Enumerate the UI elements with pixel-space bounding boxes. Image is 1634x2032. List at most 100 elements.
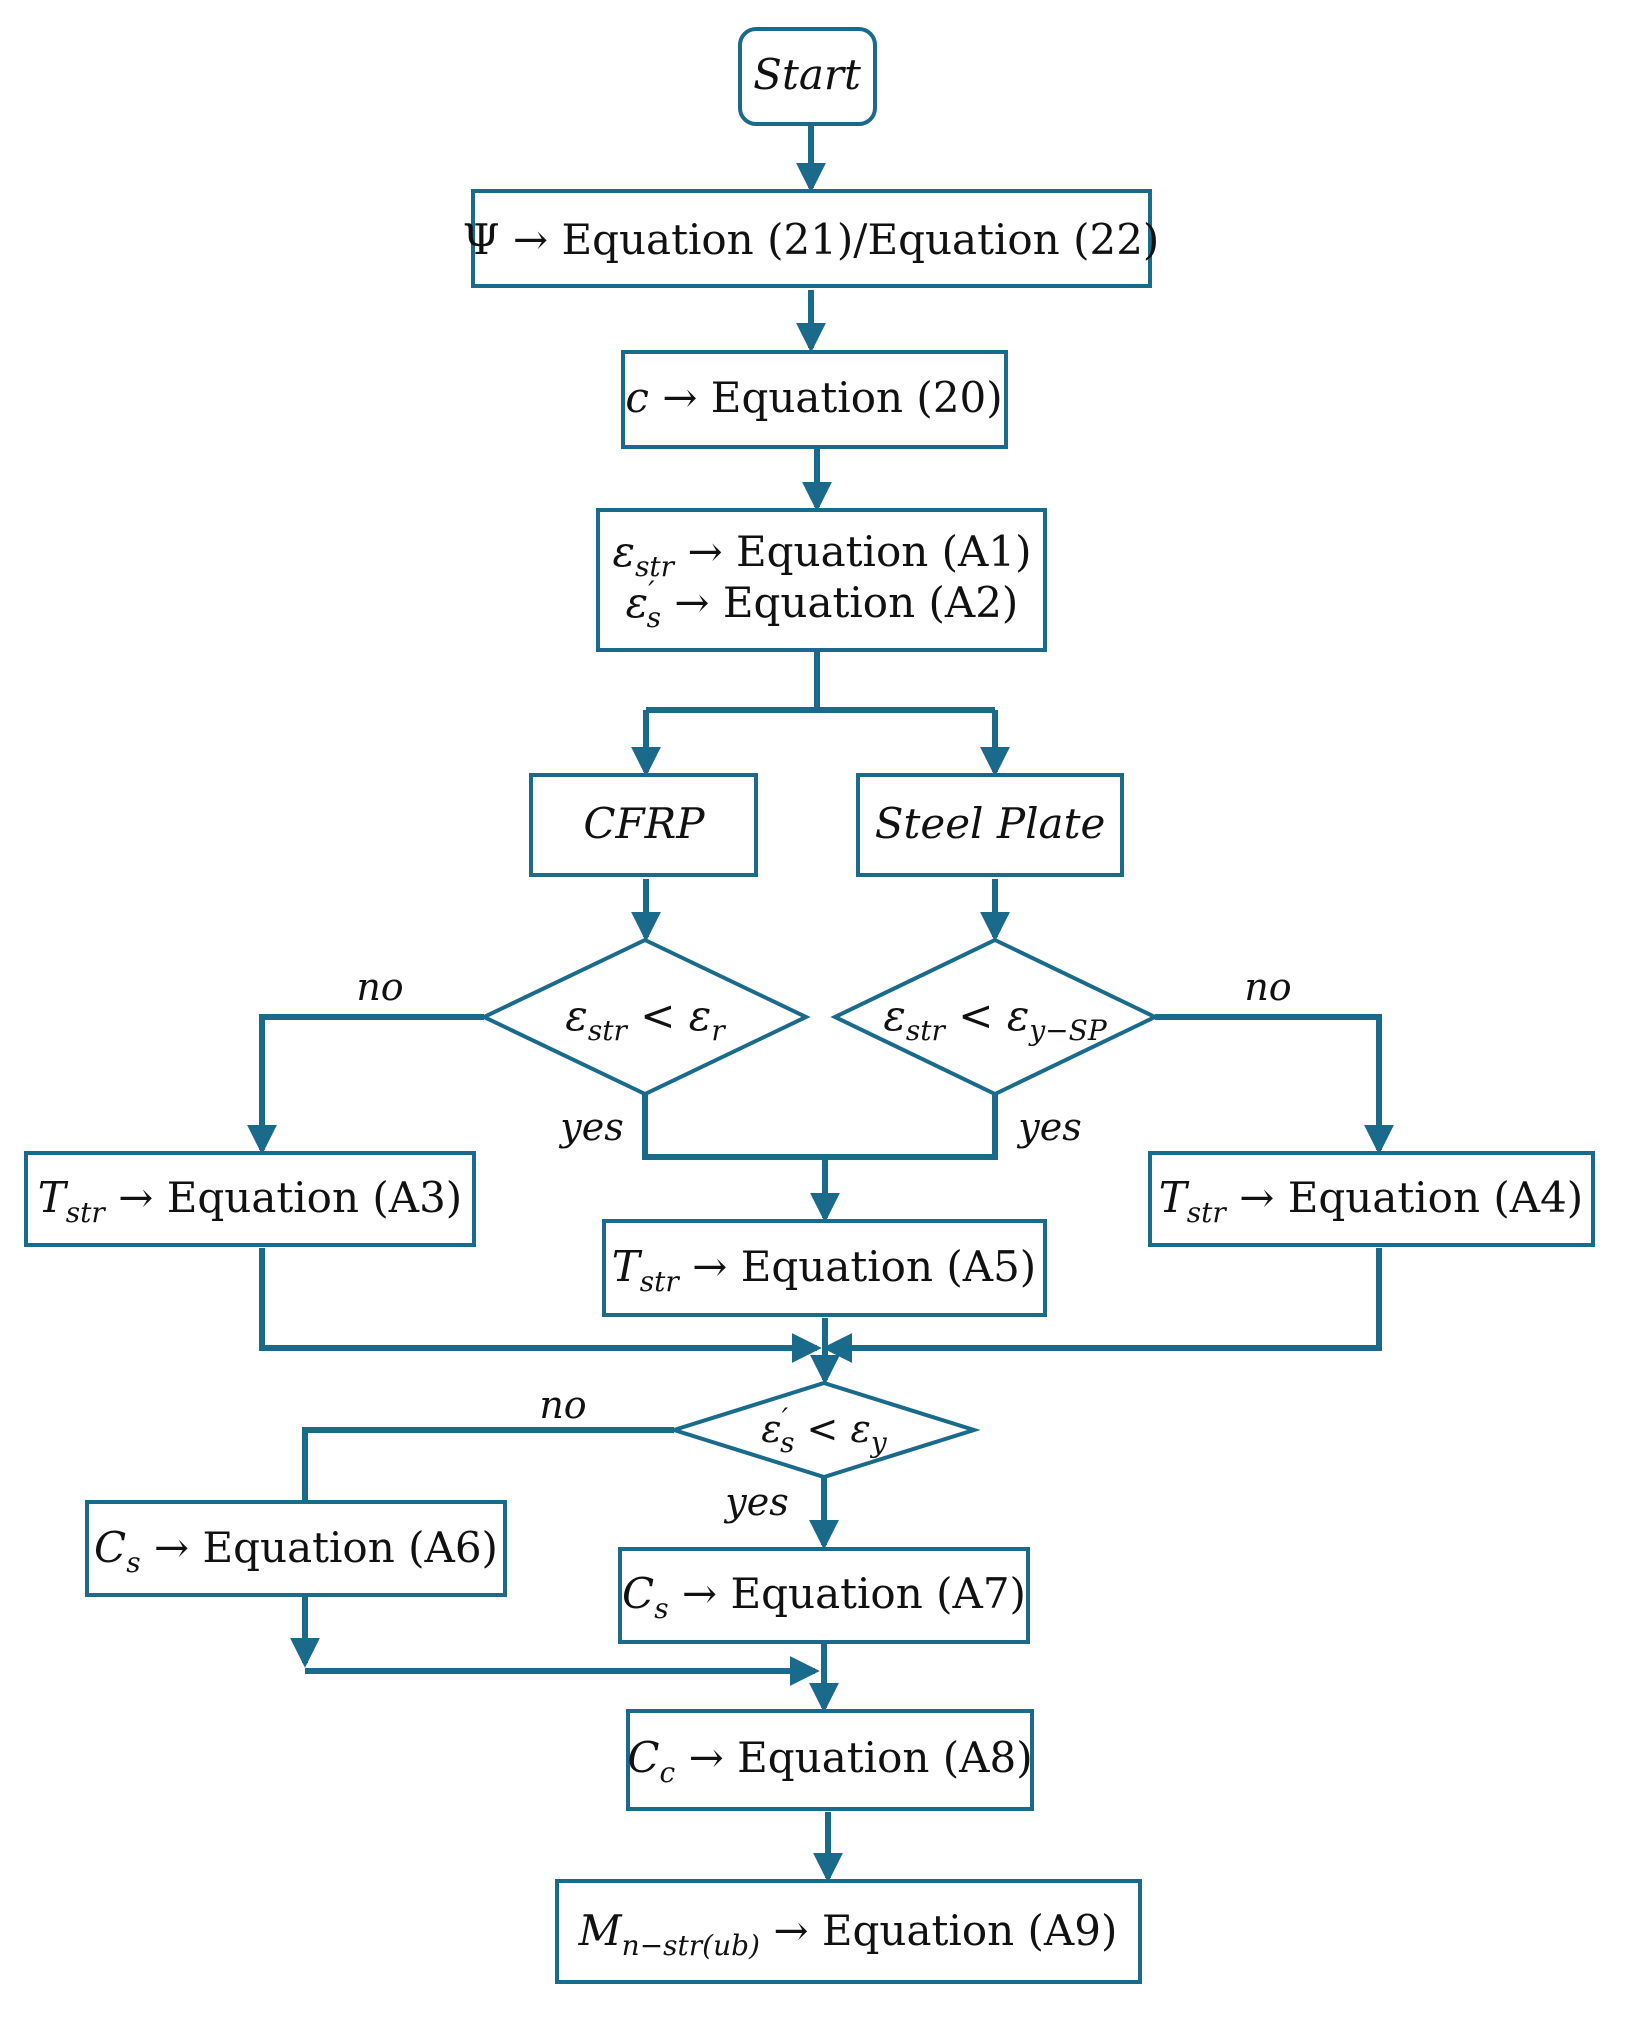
- dsteel-op: <: [807, 1407, 839, 1451]
- edge-labels: no yes no yes no yes: [356, 965, 1291, 1524]
- dsteel-rhs-sub: y: [869, 1426, 888, 1459]
- svg-text:Cs → Equation (A7): Cs → Equation (A7): [622, 1569, 1026, 1625]
- svg-text:εstr → Equation (A1): εstr → Equation (A1): [613, 527, 1032, 583]
- dsteel-lhs: ε: [761, 1407, 781, 1451]
- connectors: [247, 125, 1394, 1883]
- decision-cfrp: εstr < εr: [479, 937, 811, 1097]
- svg-text:ε′s < εy: ε′s < εy: [761, 1402, 888, 1459]
- strain-s-sub: s: [647, 601, 661, 634]
- steel-no-label: no: [539, 1383, 586, 1427]
- c-arrow: →: [662, 373, 697, 422]
- ta5-sub: str: [640, 1265, 681, 1298]
- cfrp-label: CFRP: [583, 799, 705, 848]
- cfrp-yes-label: yes: [558, 1105, 623, 1149]
- svg-text:Tstr → Equation (A5): Tstr → Equation (A5): [612, 1242, 1036, 1298]
- ta5-symbol: T: [612, 1242, 643, 1291]
- dsp-lhs: ε: [883, 991, 906, 1040]
- ta4-equation: Equation (A4): [1288, 1173, 1583, 1222]
- strain-str-equation: Equation (A1): [736, 527, 1031, 576]
- svg-text:εstr < εr: εstr < εr: [565, 991, 726, 1047]
- strain-s-prime: ′: [648, 575, 655, 608]
- c-equation: Equation (20): [711, 373, 1003, 422]
- ta5-arrow: →: [692, 1242, 727, 1291]
- arrow-sp-no-to-a4: [1155, 1014, 1394, 1155]
- arrow-a4-to-merge: [822, 1248, 1382, 1363]
- dsp-lhs-sub: str: [906, 1014, 947, 1047]
- dcfrp-lhs: ε: [565, 991, 588, 1040]
- cfrp-node: CFRP: [529, 773, 758, 877]
- strain-str-symbol: ε: [613, 527, 636, 576]
- psi-equation: Equation (21)/Equation (22): [561, 215, 1159, 264]
- cs-a6-node: Cs → Equation (A6): [85, 1500, 507, 1597]
- svg-text:Ψ → Equation (21)/Equation (22: Ψ → Equation (21)/Equation (22): [463, 215, 1160, 264]
- ta4-sub: str: [1187, 1196, 1228, 1229]
- csa6-symbol: C: [94, 1523, 126, 1572]
- ta3-equation: Equation (A3): [167, 1173, 462, 1222]
- csa6-sub: s: [126, 1546, 140, 1579]
- t-a5-node: Tstr → Equation (A5): [602, 1219, 1047, 1317]
- line-yes-join: [642, 1094, 998, 1160]
- decision-steel-plate: εstr < εy−SP: [830, 937, 1160, 1097]
- mna9-sub: n−str(ub): [622, 1929, 760, 1962]
- csa7-symbol: C: [622, 1569, 654, 1618]
- strain-s-equation: Equation (A2): [723, 578, 1018, 627]
- ta3-symbol: T: [38, 1173, 69, 1222]
- cc-a8-node: Cc → Equation (A8): [626, 1709, 1034, 1811]
- steel-plate-node: Steel Plate: [856, 773, 1124, 877]
- svg-text:Mn−str(ub) → Equation (A9): Mn−str(ub) → Equation (A9): [578, 1906, 1118, 1962]
- decision-steel: ε′s < εy: [667, 1380, 981, 1480]
- strain-str-sub: str: [635, 550, 676, 583]
- dsp-rhs: ε: [1007, 991, 1030, 1040]
- line-steel-no-to-a6: [302, 1427, 674, 1502]
- strain-s-arrow: →: [674, 578, 709, 627]
- svg-text:εstr < εy−SP: εstr < εy−SP: [883, 991, 1107, 1047]
- strain-s-symbol: ε: [626, 578, 649, 627]
- svg-text:Tstr → Equation (A4): Tstr → Equation (A4): [1159, 1173, 1583, 1229]
- steel-yes-label: yes: [723, 1480, 788, 1524]
- dsp-op: <: [958, 991, 993, 1040]
- start-node: Start: [738, 27, 877, 126]
- dsteel-rhs: ε: [850, 1407, 870, 1451]
- cs-a7-node: Cs → Equation (A7): [618, 1547, 1030, 1644]
- ta3-sub: str: [66, 1196, 107, 1229]
- cca8-arrow: →: [689, 1733, 724, 1782]
- arrow-a3-to-merge: [259, 1248, 822, 1363]
- svg-text:ε′s → Equation (A2): ε′s → Equation (A2): [626, 575, 1019, 634]
- csa7-equation: Equation (A7): [730, 1569, 1025, 1618]
- mn-a9-node: Mn−str(ub) → Equation (A9): [555, 1879, 1142, 1984]
- steel-plate-label: Steel Plate: [875, 799, 1106, 848]
- dcfrp-op: <: [640, 991, 675, 1040]
- sp-yes-label: yes: [1016, 1105, 1081, 1149]
- cca8-symbol: C: [627, 1733, 659, 1782]
- c-node: c → Equation (20): [621, 350, 1008, 449]
- dcfrp-lhs-sub: str: [588, 1014, 629, 1047]
- line-strains-split: [646, 652, 995, 713]
- dsteel-prime: ′: [782, 1402, 789, 1435]
- arrow-cfrp-no-to-a3: [247, 1014, 484, 1155]
- dsp-rhs-sub: y−SP: [1027, 1014, 1107, 1047]
- svg-text:Cc → Equation (A8): Cc → Equation (A8): [627, 1733, 1032, 1789]
- csa6-equation: Equation (A6): [202, 1523, 497, 1572]
- dsteel-lhs-sub: s: [780, 1426, 794, 1459]
- sp-no-label: no: [1244, 965, 1291, 1009]
- mna9-symbol: M: [578, 1906, 623, 1955]
- psi-symbol: Ψ: [463, 215, 500, 264]
- mna9-arrow: →: [773, 1906, 808, 1955]
- t-a4-node: Tstr → Equation (A4): [1148, 1151, 1595, 1247]
- cca8-equation: Equation (A8): [737, 1733, 1032, 1782]
- dcfrp-rhs-sub: r: [711, 1014, 726, 1047]
- cfrp-no-label: no: [356, 965, 403, 1009]
- dcfrp-rhs: ε: [689, 991, 712, 1040]
- csa7-sub: s: [654, 1592, 668, 1625]
- c-symbol: c: [625, 373, 649, 422]
- ta3-arrow: →: [118, 1173, 153, 1222]
- svg-text:Cs → Equation (A6): Cs → Equation (A6): [94, 1523, 498, 1579]
- strains-node: εstr → Equation (A1) ε′s → Equation (A2): [596, 508, 1047, 652]
- ta4-arrow: →: [1239, 1173, 1274, 1222]
- strain-str-arrow: →: [687, 527, 722, 576]
- csa7-arrow: →: [682, 1569, 717, 1618]
- ta5-equation: Equation (A5): [741, 1242, 1036, 1291]
- cca8-sub: c: [660, 1756, 676, 1789]
- csa6-arrow: →: [154, 1523, 189, 1572]
